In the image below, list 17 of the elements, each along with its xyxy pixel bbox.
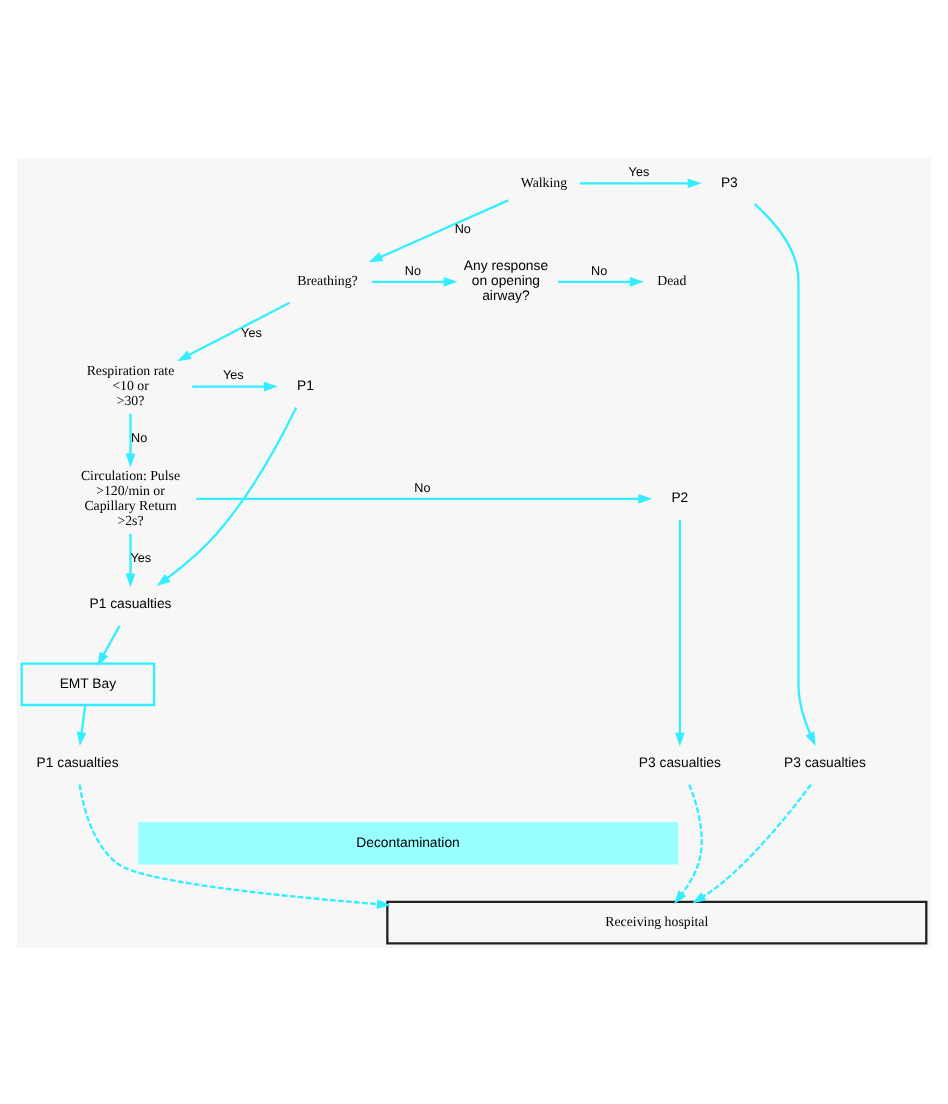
arrow xyxy=(692,783,812,903)
arrow xyxy=(196,493,653,503)
arrow xyxy=(753,202,816,746)
arrow xyxy=(579,177,702,188)
arrow xyxy=(177,300,291,361)
arrow xyxy=(125,532,136,587)
arrow xyxy=(78,783,391,908)
arrow xyxy=(673,783,703,904)
arrow xyxy=(125,412,136,467)
arrow xyxy=(76,704,87,745)
arrow xyxy=(372,275,458,286)
arrow xyxy=(368,198,509,262)
arrow xyxy=(557,275,644,286)
arrow xyxy=(156,406,298,586)
arrow xyxy=(192,380,278,391)
arrow xyxy=(97,624,121,666)
arrow xyxy=(675,518,685,746)
